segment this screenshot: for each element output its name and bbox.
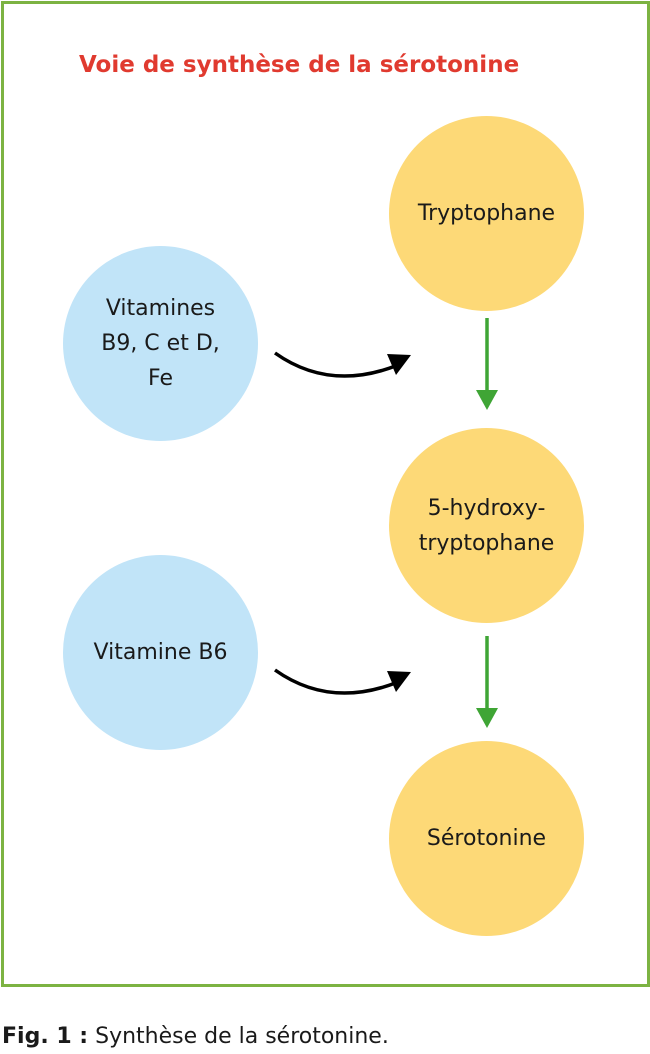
arrow-vitamines-b9-c-d-fe-cofactor — [273, 351, 411, 378]
node-tryptophane: Tryptophane — [389, 116, 584, 311]
arrow-5-hydroxytryptophane-to-serotonine — [476, 636, 498, 728]
node-tryptophane-label: Tryptophane — [417, 201, 556, 226]
node-serotonine: Sérotonine — [389, 741, 584, 936]
figure-caption-text: Synthèse de la sérotonine. — [88, 1024, 389, 1049]
arrow-tryptophane-to-5-hydroxytryptophane — [476, 318, 498, 410]
node-vitamine-b6-label: Vitamine B6 — [93, 640, 228, 665]
node-5-hydroxytryptophane: 5-hydroxy- tryptophane — [389, 428, 584, 623]
figure-caption-label: Fig. 1 : — [2, 1024, 89, 1049]
node-vitamines-b9-c-d-fe-label: Vitamines B9, C et D, Fe — [101, 296, 220, 391]
node-serotonine-label: Sérotonine — [426, 826, 547, 851]
figure-caption: Fig. 1 : Synthèse de la sérotonine. — [2, 1024, 389, 1049]
node-vitamines-b9-c-d-fe: Vitamines B9, C et D, Fe — [63, 246, 258, 441]
node-5-hydroxytryptophane-label: 5-hydroxy- tryptophane — [418, 495, 555, 556]
arrow-vitamine-b6-cofactor — [273, 668, 411, 695]
node-vitamine-b6: Vitamine B6 — [63, 555, 258, 750]
diagram-title: Voie de synthèse de la sérotonine — [79, 52, 520, 78]
